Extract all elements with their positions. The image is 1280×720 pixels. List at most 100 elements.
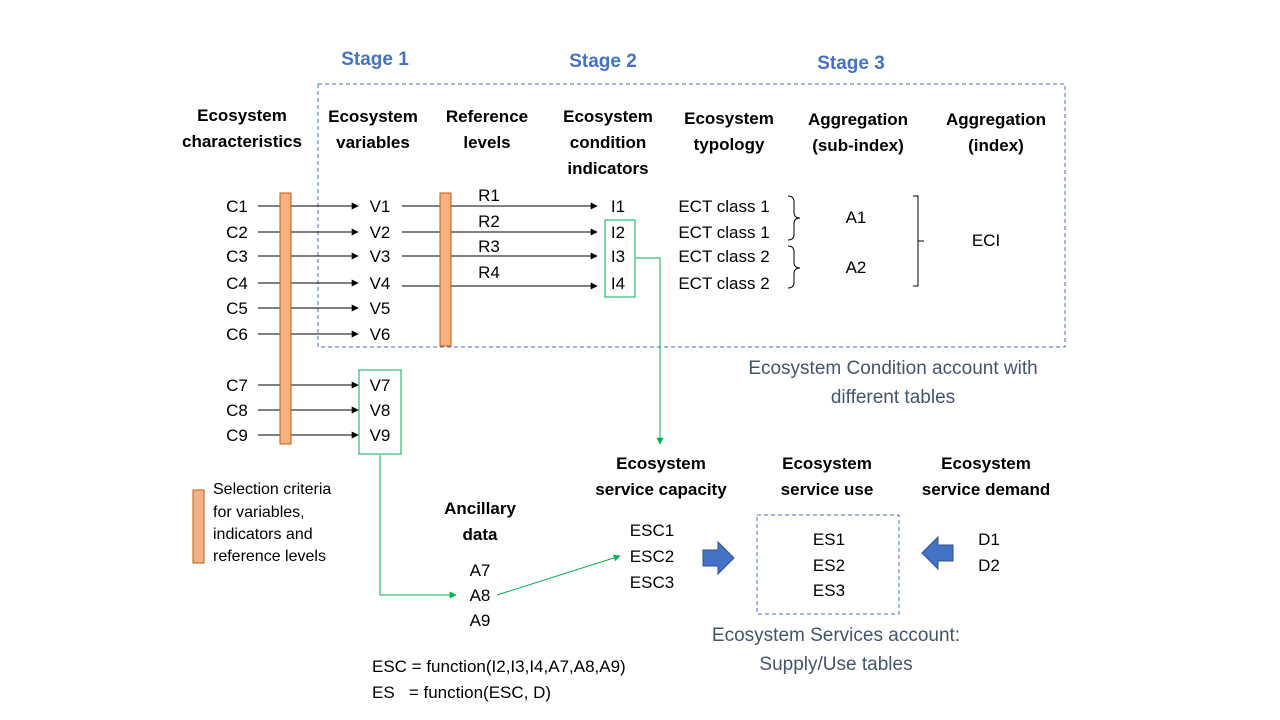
capacity-label: ESC2 bbox=[630, 547, 674, 566]
selection-criteria-bar-variables bbox=[279, 192, 292, 445]
supply-block-arrow bbox=[702, 540, 735, 576]
svg-text:Ancillary: Ancillary bbox=[444, 499, 516, 518]
variable-label: V3 bbox=[370, 247, 391, 266]
svg-text:Ecosystem: Ecosystem bbox=[782, 454, 872, 473]
formula-es: ES = function(ESC, D) bbox=[372, 683, 551, 702]
characteristic-label: C5 bbox=[226, 299, 248, 318]
ancillary-column: A7 A8 A9 bbox=[470, 561, 491, 630]
capacity-indicators-box bbox=[604, 219, 636, 298]
header-service-demand: Ecosystem service demand bbox=[922, 454, 1051, 499]
header-service-use: Ecosystem service use bbox=[781, 454, 874, 499]
characteristic-label: C9 bbox=[226, 426, 248, 445]
condition-account-box bbox=[317, 83, 1066, 348]
service-label: ES1 bbox=[813, 530, 845, 549]
characteristic-label: C7 bbox=[226, 376, 248, 395]
svg-text:Ecosystem: Ecosystem bbox=[684, 109, 774, 128]
demand-block-arrow bbox=[921, 535, 954, 571]
services-account-box bbox=[756, 514, 900, 615]
header-aggregation-sub-index: Aggregation (sub-index) bbox=[808, 110, 908, 155]
svg-text:Reference: Reference bbox=[446, 107, 528, 126]
typology-column: ECT class 1 ECT class 1 ECT class 2 ECT … bbox=[678, 197, 769, 293]
svg-text:Ecosystem: Ecosystem bbox=[197, 106, 287, 125]
sub-index-label: A1 bbox=[846, 208, 867, 227]
ancillary-label: A7 bbox=[470, 561, 491, 580]
index-label: ECI bbox=[972, 231, 1000, 250]
capacity-column: ESC1 ESC2 ESC3 bbox=[630, 521, 674, 592]
header-ecosystem-characteristics: Ecosystem characteristics bbox=[182, 106, 302, 151]
demand-label: D2 bbox=[978, 556, 1000, 575]
capacity-label: ESC1 bbox=[630, 521, 674, 540]
ancillary-label: A8 bbox=[470, 586, 491, 605]
indicator-to-capacity-path bbox=[636, 257, 664, 445]
header-ecosystem-typology: Ecosystem typology bbox=[684, 109, 774, 154]
formula-esc: ESC = function(I2,I3,I4,A7,A8,A9) bbox=[372, 657, 626, 676]
svg-text:service use: service use bbox=[781, 480, 874, 499]
variable-label: V9 bbox=[370, 426, 391, 445]
svg-text:reference levels: reference levels bbox=[213, 548, 326, 565]
variable-label: V8 bbox=[370, 401, 391, 420]
characteristics-column: C1 C2 C3 C4 C5 C6 C7 C8 C9 bbox=[226, 197, 248, 445]
demand-label: D1 bbox=[978, 530, 1000, 549]
typology-label: ECT class 1 bbox=[678, 223, 769, 242]
header-service-capacity: Ecosystem service capacity bbox=[595, 454, 727, 499]
svg-text:Ecosystem: Ecosystem bbox=[563, 107, 653, 126]
stage-2-label: Stage 2 bbox=[569, 51, 637, 72]
svg-text:indicators: indicators bbox=[567, 159, 648, 178]
indicator-label: I4 bbox=[611, 274, 625, 293]
svg-text:typology: typology bbox=[694, 135, 765, 154]
characteristic-label: C4 bbox=[226, 274, 248, 293]
ancillary-to-capacity-arrow bbox=[496, 554, 621, 596]
svg-text:characteristics: characteristics bbox=[182, 132, 302, 151]
service-label: ES3 bbox=[813, 581, 845, 600]
indicators-column: I1 I2 I3 I4 bbox=[611, 197, 625, 293]
variables-column: V1 V2 V3 V4 V5 V6 V7 V8 V9 bbox=[370, 197, 391, 445]
stage-1-label: Stage 1 bbox=[341, 49, 409, 70]
svg-text:Aggregation: Aggregation bbox=[946, 110, 1046, 129]
brace-sub-index-1 bbox=[787, 195, 801, 241]
stage-3-label: Stage 3 bbox=[817, 53, 885, 74]
header-ancillary-data: Ancillary data bbox=[444, 499, 516, 544]
condition-account-caption: Ecosystem Condition account with bbox=[748, 358, 1037, 379]
svg-text:variables: variables bbox=[336, 133, 410, 152]
svg-text:Aggregation: Aggregation bbox=[808, 110, 908, 129]
typology-label: ECT class 1 bbox=[678, 197, 769, 216]
variable-label: V6 bbox=[370, 325, 391, 344]
svg-text:service capacity: service capacity bbox=[595, 480, 727, 499]
services-account-caption: Ecosystem Services account: bbox=[712, 625, 960, 646]
characteristic-to-variable-arrows bbox=[258, 202, 359, 439]
svg-text:(sub-index): (sub-index) bbox=[812, 136, 904, 155]
variable-to-indicator-arrows bbox=[402, 202, 598, 290]
selection-criteria-bar-reference bbox=[439, 192, 452, 347]
svg-text:Ecosystem: Ecosystem bbox=[616, 454, 706, 473]
characteristic-label: C3 bbox=[226, 247, 248, 266]
header-condition-indicators: Ecosystem condition indicators bbox=[563, 107, 653, 178]
characteristic-label: C8 bbox=[226, 401, 248, 420]
typology-label: ECT class 2 bbox=[678, 274, 769, 293]
service-label: ES2 bbox=[813, 556, 845, 575]
ancillary-label: A9 bbox=[470, 611, 491, 630]
sub-index-label: A2 bbox=[846, 258, 867, 277]
demand-column: D1 D2 bbox=[978, 530, 1000, 575]
svg-text:for variables,: for variables, bbox=[213, 504, 305, 521]
variable-label: V7 bbox=[370, 376, 391, 395]
capacity-label: ESC3 bbox=[630, 573, 674, 592]
reference-level-label: R3 bbox=[478, 237, 500, 256]
variable-label: V2 bbox=[370, 223, 391, 242]
condition-account-caption: different tables bbox=[831, 387, 955, 408]
indicator-label: I1 bbox=[611, 197, 625, 216]
header-aggregation-index: Aggregation (index) bbox=[946, 110, 1046, 155]
svg-text:service demand: service demand bbox=[922, 480, 1051, 499]
reference-level-label: R4 bbox=[478, 263, 500, 282]
variable-label: V4 bbox=[370, 274, 391, 293]
reference-level-label: R1 bbox=[478, 186, 500, 205]
typology-label: ECT class 2 bbox=[678, 247, 769, 266]
characteristic-label: C2 bbox=[226, 223, 248, 242]
bracket-index bbox=[913, 195, 924, 287]
ancillary-variables-box bbox=[358, 369, 402, 455]
services-column: ES1 ES2 ES3 bbox=[813, 530, 845, 600]
brace-sub-index-2 bbox=[787, 245, 801, 289]
variables-to-ancillary-path bbox=[379, 455, 457, 599]
variable-label: V5 bbox=[370, 299, 391, 318]
svg-text:data: data bbox=[463, 525, 499, 544]
